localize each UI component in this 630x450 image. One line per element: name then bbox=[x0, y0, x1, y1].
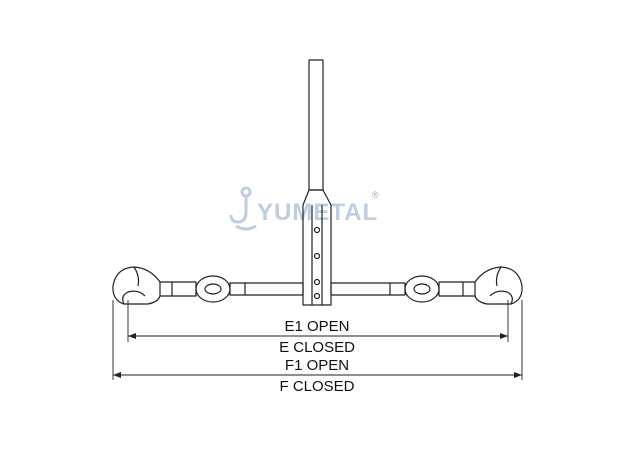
binder-body bbox=[229, 282, 406, 296]
left-swivel-eye bbox=[159, 275, 231, 303]
left-grab-hook bbox=[112, 266, 161, 305]
watermark-logo: YUMETAL ® bbox=[229, 186, 379, 231]
load-binder bbox=[112, 59, 523, 306]
dimension-lines bbox=[112, 300, 523, 380]
lever-handle bbox=[302, 59, 332, 306]
watermark-brand: YUMETAL bbox=[257, 199, 378, 226]
dimension-labels: E1 OPEN E CLOSED F1 OPEN F CLOSED bbox=[279, 318, 355, 395]
f-dimension-arrow bbox=[113, 372, 522, 378]
watermark-registered-mark: ® bbox=[372, 190, 379, 200]
e-dimension-arrow bbox=[128, 333, 508, 339]
right-swivel-eye bbox=[404, 275, 476, 303]
e1-open-label: E1 OPEN bbox=[284, 318, 349, 335]
crane-hook-logo-icon bbox=[229, 186, 257, 231]
e-closed-label: E CLOSED bbox=[279, 339, 355, 356]
f1-open-label: F1 OPEN bbox=[285, 357, 349, 374]
right-grab-hook bbox=[474, 266, 523, 305]
f-closed-label: F CLOSED bbox=[279, 378, 354, 395]
